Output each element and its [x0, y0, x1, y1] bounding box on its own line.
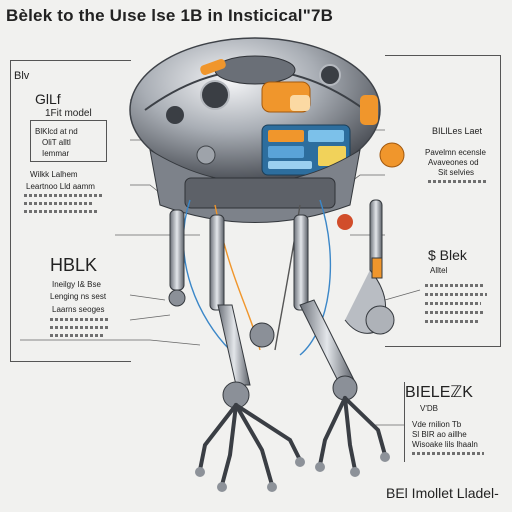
label-left-lower-1: Ineilgy I& Bse	[52, 280, 101, 289]
label-right-mid-2: Avaveones od	[428, 158, 479, 167]
scribble-line	[50, 334, 104, 337]
scribble-line	[50, 318, 110, 321]
scribble-line	[425, 284, 483, 287]
scribble-line	[425, 320, 479, 323]
scribble-line	[412, 452, 484, 455]
scribble-line	[428, 180, 488, 183]
label-left-box-1: BlKlcd at nd	[35, 127, 78, 136]
label-left-heading: GlLf	[35, 91, 61, 107]
label-left-mid-2: Leartnoo Lld aamm	[26, 182, 95, 191]
label-left-lower-3: Laarns seoges	[52, 305, 105, 314]
label-right-lower-title: BIELEℤK	[405, 384, 473, 401]
label-right-large: $ Blek	[428, 247, 467, 263]
bracket-line	[404, 382, 405, 462]
scribble-line	[425, 293, 487, 296]
page-title: Bèlek to the Uıse lse 1B in Insticical"7…	[6, 6, 334, 25]
label-left-box-3: Iemmar	[42, 149, 70, 158]
label-bottom-right: BEl Imollet Lladel-	[386, 485, 499, 501]
label-right-sub: Alltel	[430, 266, 448, 275]
label-right-lower-1: Vde rnilion Tb	[412, 420, 462, 429]
label-right-top: BILlLes Laet	[432, 126, 483, 136]
label-left-sub: 1Fit model	[45, 108, 92, 119]
label-right-lower-sub: V'DB	[420, 404, 438, 413]
label-right-mid-1: Pavelmn ecensle	[425, 148, 486, 157]
scribble-line	[24, 210, 98, 213]
label-right-mid-3: Sit selvies	[438, 168, 475, 177]
diagram-frame-right	[385, 55, 501, 347]
label-left-lower-2: Lenging ns sest	[50, 292, 107, 301]
label-top-left-corner: Blv	[14, 70, 30, 82]
label-right-lower-3: Wisoake lils lhaaln	[412, 440, 478, 449]
scribble-line	[50, 326, 108, 329]
scribble-line	[24, 194, 102, 197]
diagram-frame-left	[10, 60, 131, 362]
scribble-line	[425, 311, 485, 314]
label-left-large: HBLK	[50, 255, 98, 275]
label-left-mid-1: Wilkk Lalhem	[30, 170, 78, 179]
scribble-line	[425, 302, 481, 305]
scribble-line	[24, 202, 94, 205]
label-left-box-2: OliT alltl	[42, 138, 71, 147]
label-right-lower-2: Sl BIR ao aillhe	[412, 430, 467, 439]
left-label-box	[30, 120, 107, 162]
